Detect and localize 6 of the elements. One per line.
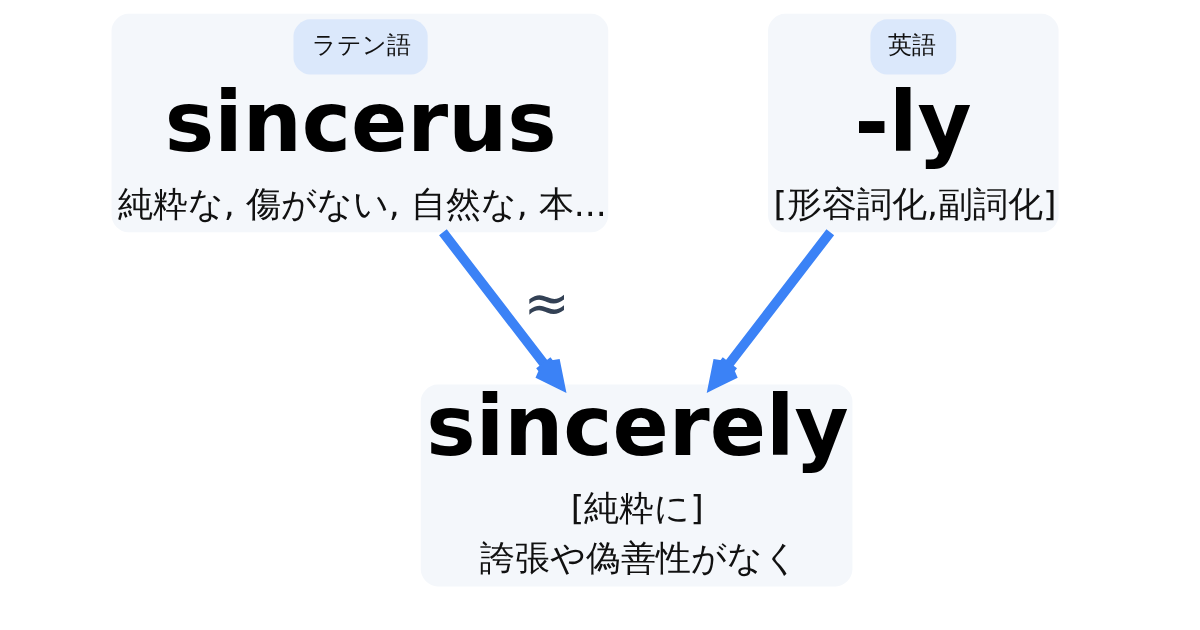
arrow [439,229,565,390]
edge-label: ≈ [523,271,570,336]
arrow [708,229,835,390]
node-box: sincerely [純粋に] 誇張や偽善性がなく [420,384,853,587]
node-box: ラテン語 sincerus 純粋な, 傷がない, 自然な, 本... [111,13,609,233]
node-box: 英語 -ly [形容詞化,副詞化] [768,13,1059,233]
